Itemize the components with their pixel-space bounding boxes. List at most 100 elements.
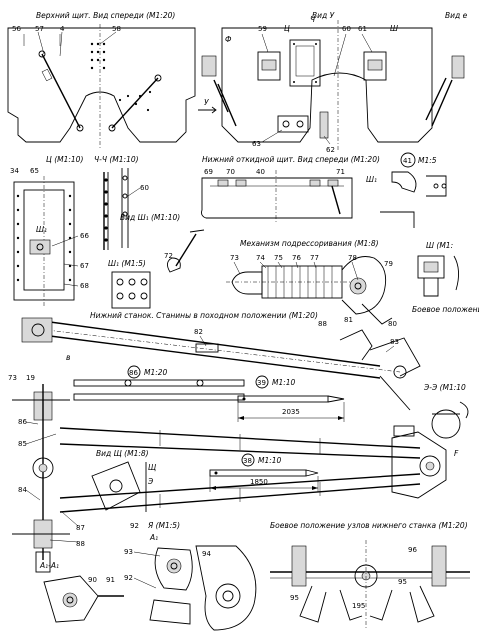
callout-95-left: 95: [290, 594, 299, 602]
title-view-sh: Ш (М1:: [426, 241, 453, 250]
callout-57: 57: [35, 25, 44, 33]
label-a1: А₁: [149, 533, 158, 542]
view-u-left-box-latch: [261, 59, 277, 71]
label-ch: Ч: [310, 15, 315, 24]
view-u-left-hinge: [201, 55, 237, 127]
detail-41-marker: [400, 152, 416, 168]
label-sh: Ш: [390, 24, 398, 33]
view-u-right-box-latch: [367, 59, 383, 71]
spring-mechanism-body: [226, 256, 393, 325]
callout-96: 96: [408, 546, 417, 554]
section-ee-hook: [459, 401, 469, 419]
sh1-detail-plate: [111, 271, 151, 309]
view-shch-hole: [109, 479, 123, 493]
callout-40: 40: [256, 168, 265, 176]
part-72-key: [167, 229, 205, 273]
callout-85: 85: [18, 440, 27, 448]
callout-34: 34: [10, 167, 19, 175]
upper-shield-rivet-field: [90, 42, 152, 112]
lower-shield-hinges: [217, 179, 341, 215]
plan-trail-joint: [391, 425, 447, 499]
carriage-leaders: [199, 335, 395, 353]
plan-left-wheel-hub: [12, 384, 70, 573]
arrow-y: [198, 106, 217, 114]
dim-2035-value: 2035: [282, 408, 300, 416]
view-sh-bracket: [423, 278, 439, 297]
detail-86-marker: [127, 365, 141, 379]
callout-88-plan: 88: [76, 540, 85, 548]
part-38-rod: [209, 469, 319, 477]
upper-shield-left-brace: [38, 50, 84, 132]
detail-38-marker: [241, 453, 255, 467]
top-shield-leaders: [37, 31, 117, 57]
callout-73-spring: 73: [230, 254, 239, 262]
callout-71: 71: [336, 168, 345, 176]
title-view-e: Вид е: [445, 11, 468, 20]
callout-39: 39: [257, 379, 266, 387]
callout-80: 80: [388, 320, 397, 328]
callout-60-top: 60: [342, 25, 351, 33]
part-94-cam: [195, 545, 257, 631]
callout-61: 61: [358, 25, 367, 33]
arrow-y-label: У: [204, 98, 209, 107]
callout-94: 94: [202, 550, 211, 558]
upper-shield-marks: [23, 34, 61, 46]
view-c-lock-bolt: [36, 243, 44, 251]
dimension-1850: [209, 476, 319, 492]
view-u-left-box: [257, 51, 281, 81]
title-lower-carriage: Нижний станок. Станины в походном положе…: [90, 311, 318, 320]
callout-62: 62: [326, 146, 335, 154]
view-shch-plate: [91, 461, 141, 511]
callout-92: 92: [130, 522, 139, 530]
callout-84: 84: [18, 486, 27, 494]
label-ff: F: [454, 449, 459, 458]
callout-93: 93: [124, 548, 133, 556]
callout-78: 78: [348, 254, 357, 262]
callout-95-right: 95: [398, 578, 407, 586]
part-39-rod: [237, 395, 345, 403]
title-spring-mechanism: Механизм подрессоривания (М1:8): [240, 239, 379, 248]
view-sh-curve: [453, 255, 459, 291]
callout-74: 74: [256, 254, 265, 262]
callout-19: 19: [26, 374, 35, 382]
title-section-ee: Э-Э (М1:10: [423, 383, 466, 392]
title-detail-86: М1:20: [144, 368, 168, 377]
callout-77: 77: [310, 254, 319, 262]
callout-38: 38: [243, 457, 252, 465]
title-view-sh1: Вид Ш₁ (М1:10): [120, 213, 180, 222]
title-detail-39: М1:10: [272, 378, 296, 387]
callout-75: 75: [274, 254, 283, 262]
callout-76: 76: [292, 254, 301, 262]
lower-carriage-trail: [21, 317, 421, 411]
callout-56: 56: [12, 25, 21, 33]
title-section-aa: А₁-А₁: [39, 561, 59, 570]
callout-195: 195: [352, 602, 365, 610]
section-ch-leader: [127, 187, 141, 197]
callout-91: 91: [106, 576, 115, 584]
title-section-ch: Ч-Ч (М1:10): [94, 155, 139, 164]
view-u-center-window: [295, 45, 315, 77]
callout-58: 58: [112, 25, 121, 33]
lower-shield-outline: [201, 177, 353, 219]
label-shch: Щ: [148, 463, 156, 472]
part-86-rod: [73, 379, 245, 401]
title-detail-38: М1:10: [258, 456, 282, 465]
title-combat-nodes: Боевое положение узлов нижнего станка (М…: [270, 521, 468, 530]
view-ya-leaders: [133, 551, 161, 589]
label-ts: Ц: [284, 24, 290, 33]
callout-59: 59: [258, 25, 267, 33]
callout-68: 68: [80, 282, 89, 290]
title-top-shield: Верхний щит. Вид спереди (М1:20): [36, 11, 175, 20]
plan-trail-upper: [59, 427, 421, 459]
view-u-bottom-mount: [277, 111, 329, 139]
callout-83: 83: [390, 338, 399, 346]
label-sh1: Ш₁: [36, 225, 47, 234]
arrow-f-label: Ф: [225, 35, 232, 44]
callout-65: 65: [30, 167, 39, 175]
callout-82: 82: [194, 328, 203, 336]
view-u-shield-outline: [221, 27, 433, 143]
detail-39-marker: [255, 375, 269, 389]
callout-87: 87: [76, 524, 85, 532]
